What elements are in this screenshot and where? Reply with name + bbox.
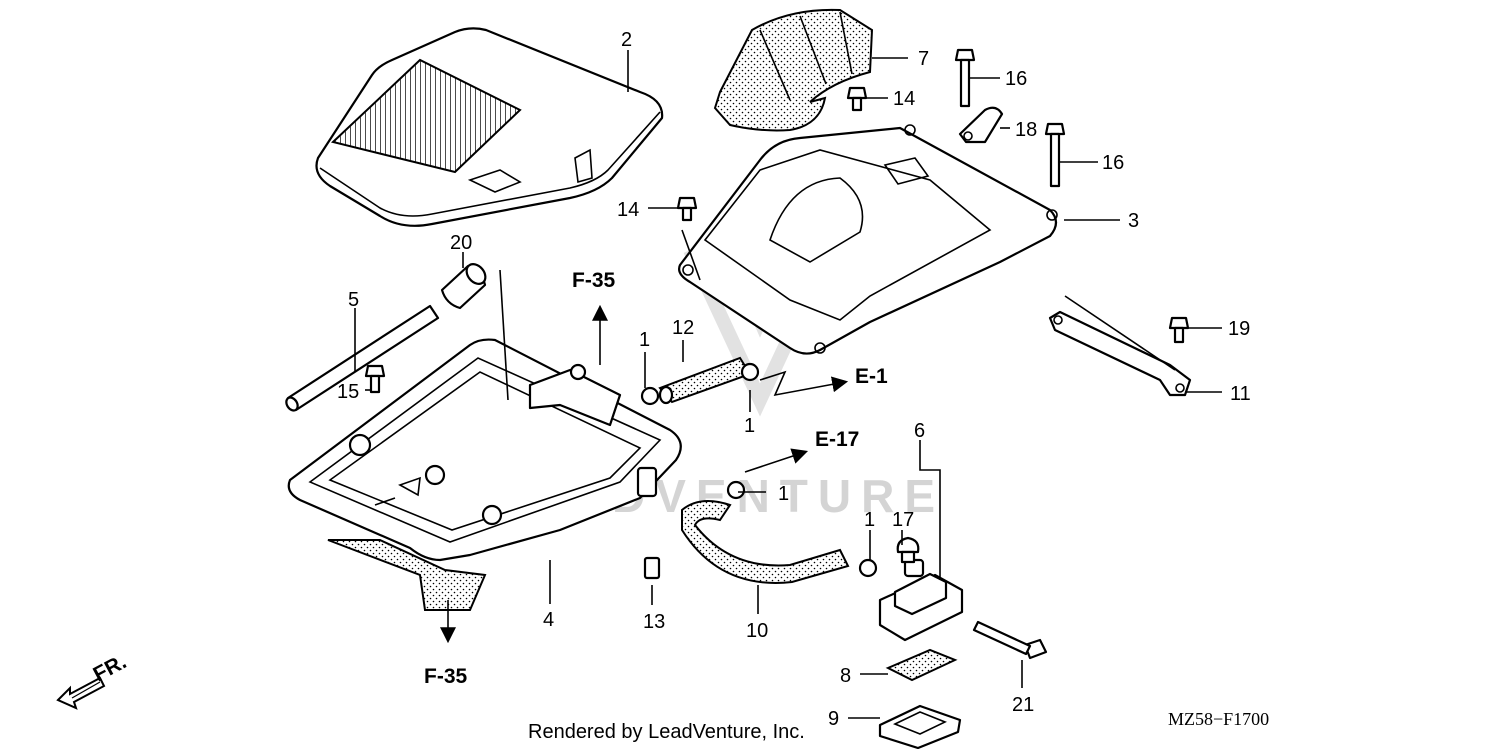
callout-20: 20 xyxy=(450,232,472,254)
reference-arrows xyxy=(440,304,849,644)
callout-12: 12 xyxy=(672,317,694,339)
callout-11: 11 xyxy=(1230,383,1251,405)
callout-8: 8 xyxy=(840,665,851,687)
callout-16-upper: 16 xyxy=(1005,68,1027,90)
part-6-drain-plug xyxy=(878,558,964,642)
callout-10: 10 xyxy=(746,620,768,642)
part-10-drain-hose xyxy=(681,500,850,584)
clamp-1c xyxy=(726,480,746,500)
part-9-drain-cap xyxy=(878,704,962,749)
bolt-21 xyxy=(972,620,1048,660)
callout-18: 18 xyxy=(1015,119,1037,141)
callout-1-top: 1 xyxy=(639,329,650,351)
callout-2: 2 xyxy=(621,29,632,51)
clamp-1a xyxy=(640,386,660,406)
callout-13: 13 xyxy=(643,611,665,633)
part-2-air-cleaner-cover xyxy=(315,27,664,227)
callout-21: 21 xyxy=(1012,694,1034,716)
part-18-small-bracket xyxy=(958,106,1004,144)
callout-5: 5 xyxy=(348,289,359,311)
callout-3: 3 xyxy=(1128,210,1139,232)
part-5-tube xyxy=(285,304,440,412)
part-13-clip xyxy=(643,556,661,580)
bolt-15 xyxy=(364,364,386,394)
bolt-19 xyxy=(1168,316,1190,344)
part-3-case-upper xyxy=(678,124,1058,355)
bolt-16-lower xyxy=(1044,122,1066,188)
callout-16-lower: 16 xyxy=(1102,152,1124,174)
bolt-14-upper xyxy=(846,86,868,112)
front-direction-arrow: FR. xyxy=(56,650,130,710)
clamp-1d xyxy=(858,558,878,578)
reference-f35-top: F-35 xyxy=(572,269,616,292)
callout-1-middle: 1 xyxy=(744,415,755,437)
callout-15: 15 xyxy=(337,381,359,403)
clamp-1b xyxy=(740,362,760,382)
reference-f35-bottom: F-35 xyxy=(424,665,468,688)
leader-lines xyxy=(354,50,1222,719)
callout-9: 9 xyxy=(828,708,839,730)
reference-e17: E-17 xyxy=(815,428,859,451)
bolt-14-lower xyxy=(676,196,698,222)
callout-1-bottom: 1 xyxy=(864,509,875,531)
part-7-intake-duct xyxy=(713,8,874,132)
part-12-hose xyxy=(658,356,752,405)
bolt-16-upper xyxy=(954,48,976,108)
part-11-bracket xyxy=(1048,310,1192,397)
callout-14-lower: 14 xyxy=(617,199,639,221)
callout-19: 19 xyxy=(1228,318,1250,340)
callout-1-e17: 1 xyxy=(778,483,789,505)
callout-4: 4 xyxy=(543,609,554,631)
diagram-code: MZ58−F1700 xyxy=(1168,709,1269,729)
callout-17: 17 xyxy=(892,509,914,531)
part-8-filter-pad xyxy=(885,648,958,682)
reference-e1: E-1 xyxy=(855,365,888,388)
part-20-short-hose xyxy=(440,263,487,310)
rendered-by-footer: Rendered by LeadVenture, Inc. xyxy=(528,721,805,743)
part-4-case-lower xyxy=(287,338,682,611)
callout-6: 6 xyxy=(914,420,925,442)
callout-14-upper: 14 xyxy=(893,88,915,110)
callout-7: 7 xyxy=(918,48,929,70)
part-17-grommet xyxy=(896,536,920,564)
